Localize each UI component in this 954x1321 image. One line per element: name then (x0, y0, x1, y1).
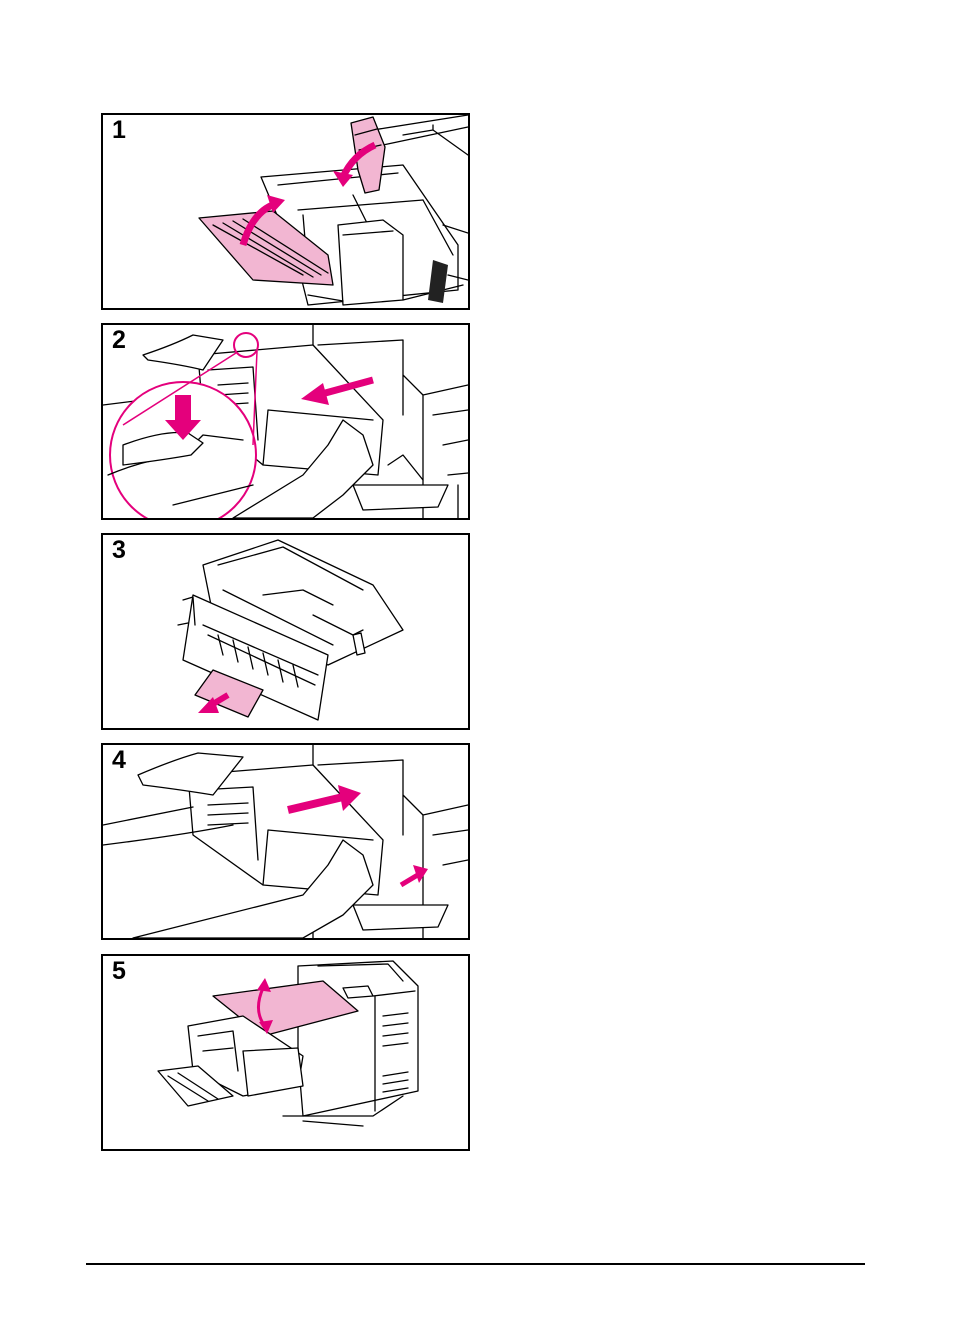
step-5-number: 5 (112, 959, 126, 984)
step-3-illustration (103, 535, 468, 728)
step-5-illustration (103, 956, 468, 1149)
step-1-number: 1 (112, 118, 126, 143)
step-2-illustration (103, 325, 468, 518)
step-2-number: 2 (112, 328, 126, 353)
step-2-panel: 2 (101, 323, 470, 520)
footer-rule (86, 1263, 865, 1265)
step-4-illustration (103, 745, 468, 938)
step-4-number: 4 (112, 748, 126, 773)
step-3-number: 3 (112, 538, 126, 563)
step-4-panel: 4 (101, 743, 470, 940)
step-5-panel: 5 (101, 954, 470, 1151)
step-1-illustration (103, 115, 468, 308)
step-3-panel: 3 (101, 533, 470, 730)
step-1-panel: 1 (101, 113, 470, 310)
